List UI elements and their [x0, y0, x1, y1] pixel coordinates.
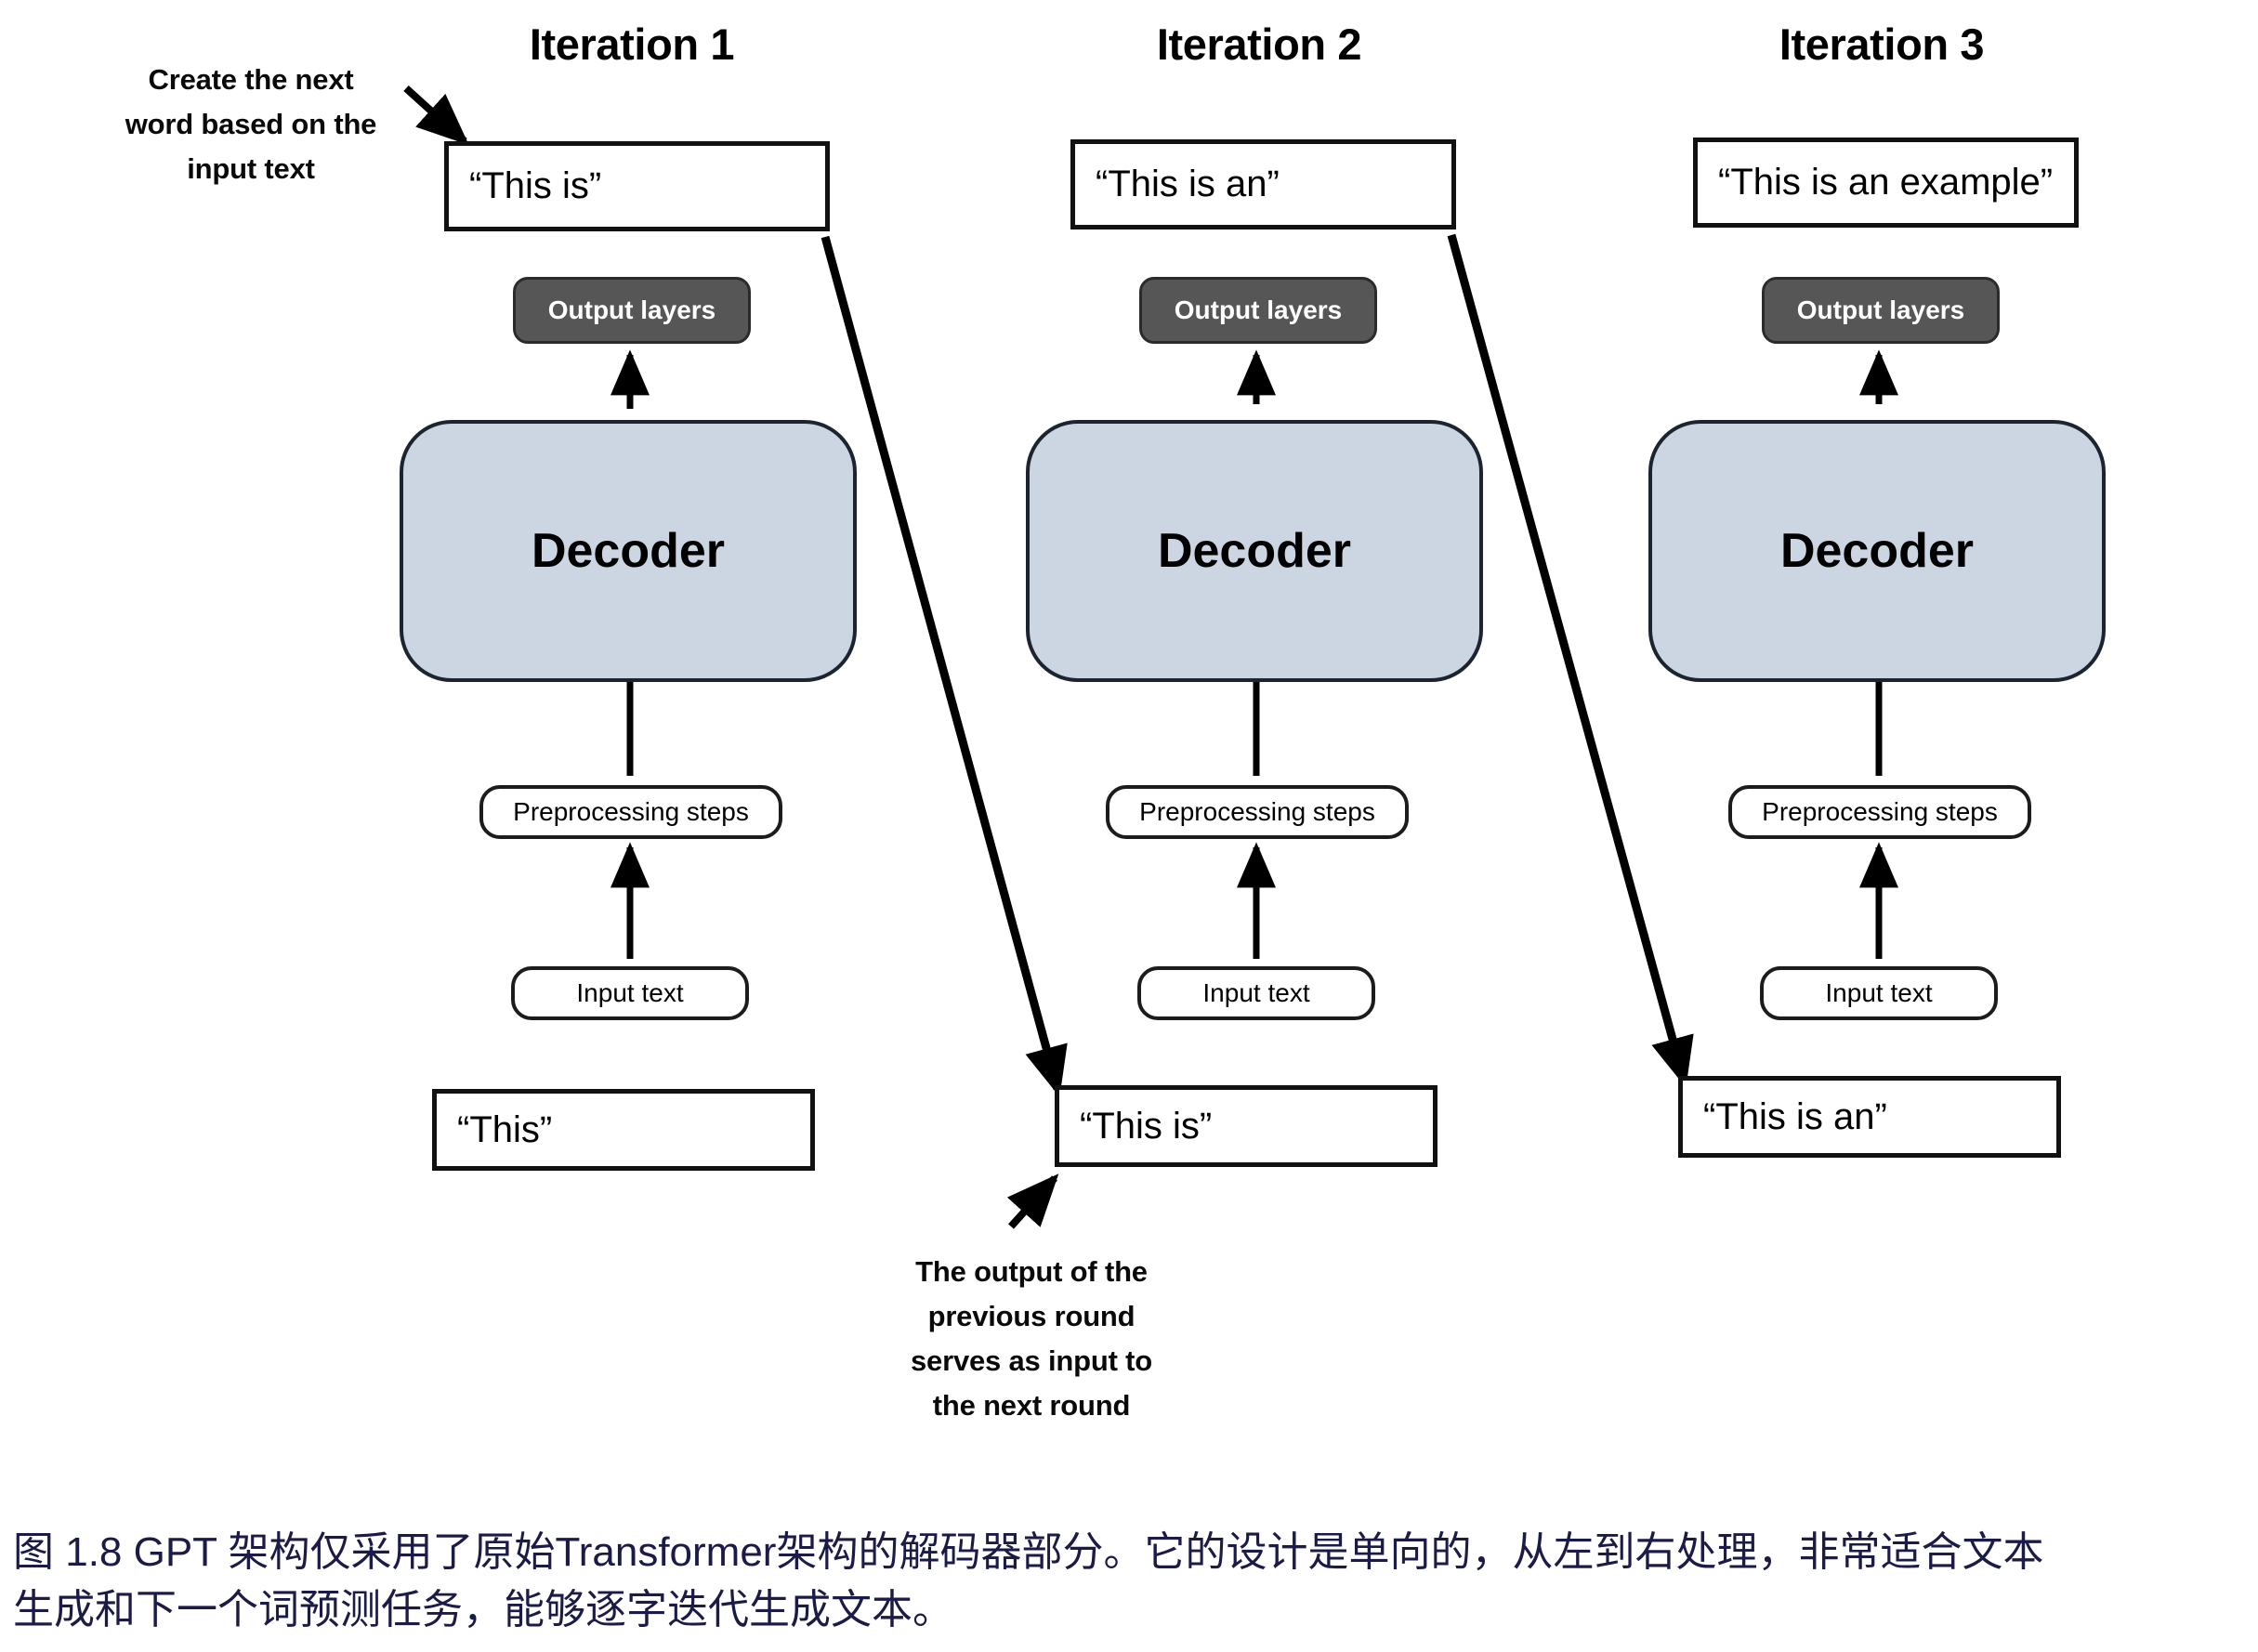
preprocessing-steps-box-iteration-3[interactable]: Preprocessing steps — [1728, 785, 2031, 839]
output-layers-box-iteration-3[interactable]: Output layers — [1762, 277, 2000, 344]
iteration-title-3: Iteration 3 — [1779, 20, 1985, 69]
output-text-box-iteration-2[interactable]: “This is an” — [1070, 139, 1456, 229]
figure-caption: 图 1.8 GPT 架构仅采用了原始Transformer架构的解码器部分。它的… — [13, 1524, 2243, 1640]
callout-line-3: serves as input to — [911, 1344, 1152, 1378]
callout-line-2: word based on the — [125, 108, 377, 141]
callout-line-2: previous round — [927, 1300, 1136, 1333]
input-text-box-iteration-2[interactable]: Input text — [1137, 966, 1375, 1020]
figure-caption-line-1: 图 1.8 GPT 架构仅采用了原始Transformer架构的解码器部分。它的… — [13, 1529, 2044, 1575]
output-text-box-iteration-1[interactable]: “This is” — [444, 141, 830, 231]
callout-arrow-bottom-middle — [1006, 1173, 1059, 1229]
input-sequence-box-iteration-1[interactable]: “This” — [432, 1089, 815, 1171]
decoder-box-iteration-3[interactable]: Decoder — [1648, 420, 2106, 682]
callout-line-3: input text — [187, 152, 315, 186]
figure-caption-line-2: 生成和下一个词预测任务，能够逐字迭代生成文本。 — [13, 1587, 953, 1633]
carryover-arrow-2-to-3 — [1447, 233, 1694, 1088]
input-text-box-iteration-3[interactable]: Input text — [1760, 966, 1998, 1020]
decoder-box-iteration-2[interactable]: Decoder — [1026, 420, 1483, 682]
decoder-box-iteration-1[interactable]: Decoder — [400, 420, 857, 682]
output-layers-box-iteration-2[interactable]: Output layers — [1139, 277, 1377, 344]
iteration-title-1: Iteration 1 — [529, 20, 735, 69]
preprocessing-steps-box-iteration-2[interactable]: Preprocessing steps — [1106, 785, 1409, 839]
carryover-arrow-1-to-2 — [820, 235, 1068, 1097]
output-text-box-iteration-3[interactable]: “This is an example” — [1693, 138, 2079, 228]
callout-line-1: The output of the — [915, 1255, 1148, 1288]
preprocessing-steps-box-iteration-1[interactable]: Preprocessing steps — [479, 785, 782, 839]
callout-arrow-top-left — [403, 85, 469, 146]
iteration-title-2: Iteration 2 — [1156, 20, 1362, 69]
input-sequence-box-iteration-3[interactable]: “This is an” — [1678, 1076, 2061, 1158]
callout-output-serves-as-input: The output of the previous round serves … — [873, 1250, 1189, 1428]
input-sequence-box-iteration-2[interactable]: “This is” — [1055, 1085, 1438, 1167]
callout-create-next-word: Create the next word based on the input … — [112, 58, 390, 191]
output-layers-box-iteration-1[interactable]: Output layers — [513, 277, 751, 344]
callout-line-4: the next round — [932, 1389, 1131, 1423]
callout-line-1: Create the next — [148, 63, 354, 96]
input-text-box-iteration-1[interactable]: Input text — [511, 966, 749, 1020]
